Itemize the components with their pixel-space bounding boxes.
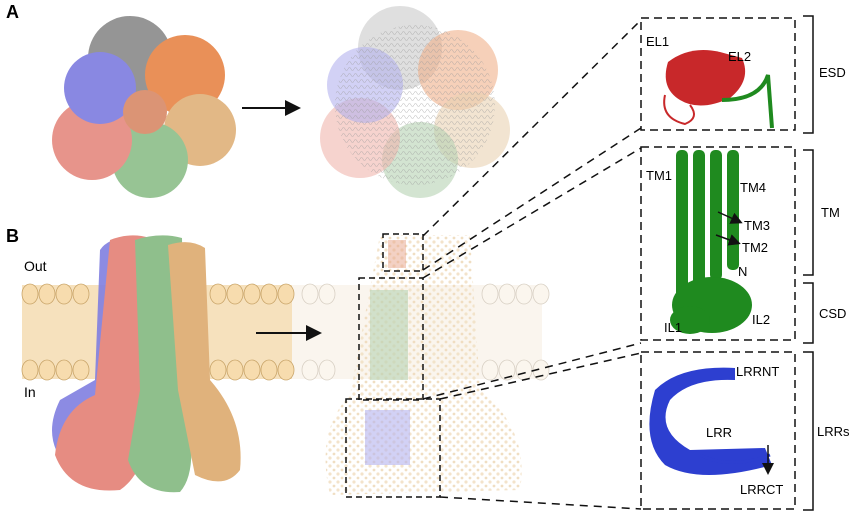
tm1-label: TM1 — [646, 168, 672, 183]
il1-label: IL1 — [664, 320, 682, 335]
lrrs-domain-label: LRRs — [817, 424, 850, 439]
top-view-ribbon-map — [270, 0, 560, 255]
esd-el2-label: EL2 — [728, 49, 751, 64]
lrrnt-label: LRRNT — [736, 364, 779, 379]
domain-brackets — [803, 15, 814, 511]
panel-label-b: B — [6, 226, 19, 246]
tm2-label: TM2 — [742, 240, 768, 255]
zoom-connectors — [422, 19, 642, 510]
il2-label: IL2 — [752, 312, 770, 327]
esd-ribbon — [663, 49, 774, 129]
csd-domain-label: CSD — [819, 306, 846, 321]
top-view-surface-map — [52, 16, 236, 198]
tm-csd-ribbon — [670, 150, 752, 334]
tm3-arrow — [717, 211, 743, 224]
tm-domain-label: TM — [821, 205, 840, 220]
membrane-in-label: In — [24, 384, 36, 400]
n-terminus-label: N — [738, 264, 747, 279]
esd-domain-label: ESD — [819, 65, 846, 80]
tm4-label: TM4 — [740, 180, 766, 195]
esd-el1-label: EL1 — [646, 34, 669, 49]
zoom-box-lrr — [345, 398, 441, 498]
zoom-box-tm — [358, 277, 424, 401]
membrane-out-label: Out — [24, 258, 47, 274]
tm2-arrow — [715, 234, 741, 246]
side-view-surface-map — [52, 235, 241, 493]
tm3-label: TM3 — [744, 218, 770, 233]
panel-label-a: A — [6, 2, 19, 22]
lrr-label: LRR — [706, 425, 732, 440]
lrr-ribbon — [649, 367, 772, 475]
zoom-box-esd — [382, 233, 424, 272]
lrrct-label: LRRCT — [740, 482, 783, 497]
